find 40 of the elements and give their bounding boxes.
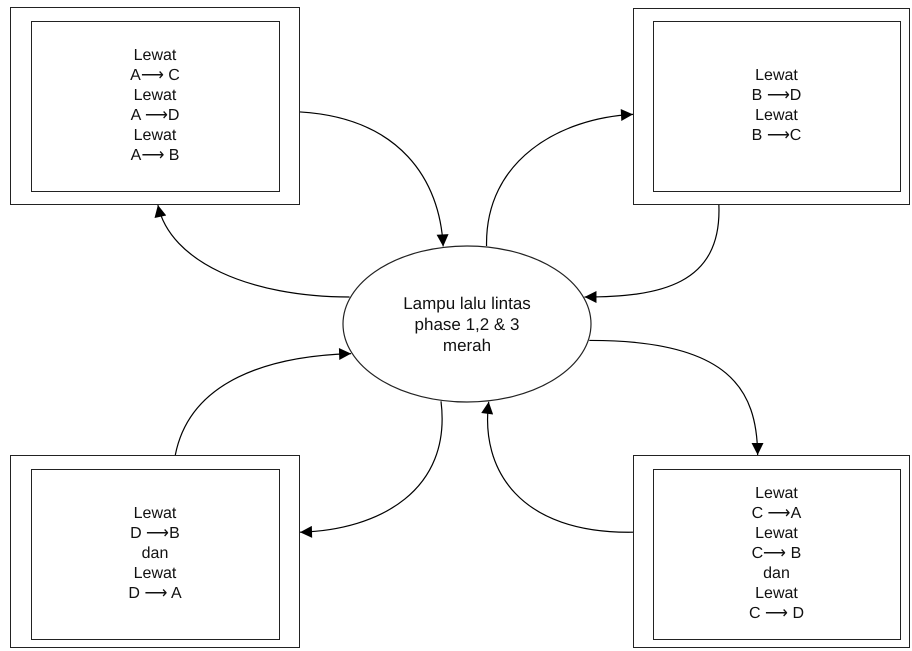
route-text: dan [142,544,168,564]
route-text: Lewat [134,564,176,584]
outer-box [10,7,300,205]
route-text: B ⟶C [752,126,802,146]
route-text: C⟶ B [752,544,802,564]
route-text: C ⟶A [752,504,802,524]
process-label: Lampu lalu lintas phase 1,2 & 3 merah [402,292,532,356]
route-text: D ⟶B [130,524,180,544]
curved-arrow [300,111,448,246]
inner-box [30,468,280,640]
route-text: D ⟶ A [128,584,182,604]
route-text: dan [763,564,790,584]
inner-box [652,20,900,192]
outer-box [10,455,300,648]
curved-arrow [482,402,634,533]
process-ellipse [342,245,592,403]
curved-arrow [174,348,352,456]
inner-box [652,468,900,640]
curved-arrow [156,204,350,298]
inner-box [30,20,280,192]
route-text: A⟶ B [130,146,180,166]
route-text: Lewat [755,584,798,604]
route-text: Lewat [755,66,798,86]
route-text: C ⟶ D [749,604,804,624]
route-text: Lewat [134,46,176,66]
route-text: Lewat [134,126,176,146]
route-text: A⟶ C [130,66,180,86]
outer-box [633,8,910,205]
curved-arrow [486,110,634,246]
route-text: B ⟶D [752,86,802,106]
route-text: Lewat [755,484,798,504]
route-text: Lewat [755,524,798,544]
curved-arrow [589,340,764,456]
route-text: Lewat [134,504,176,524]
curved-arrow [584,204,720,303]
route-text: Lewat [755,106,798,126]
route-text: A ⟶D [130,106,180,126]
route-text: Lewat [134,86,176,106]
curved-arrow [300,401,443,538]
outer-box [633,455,910,648]
